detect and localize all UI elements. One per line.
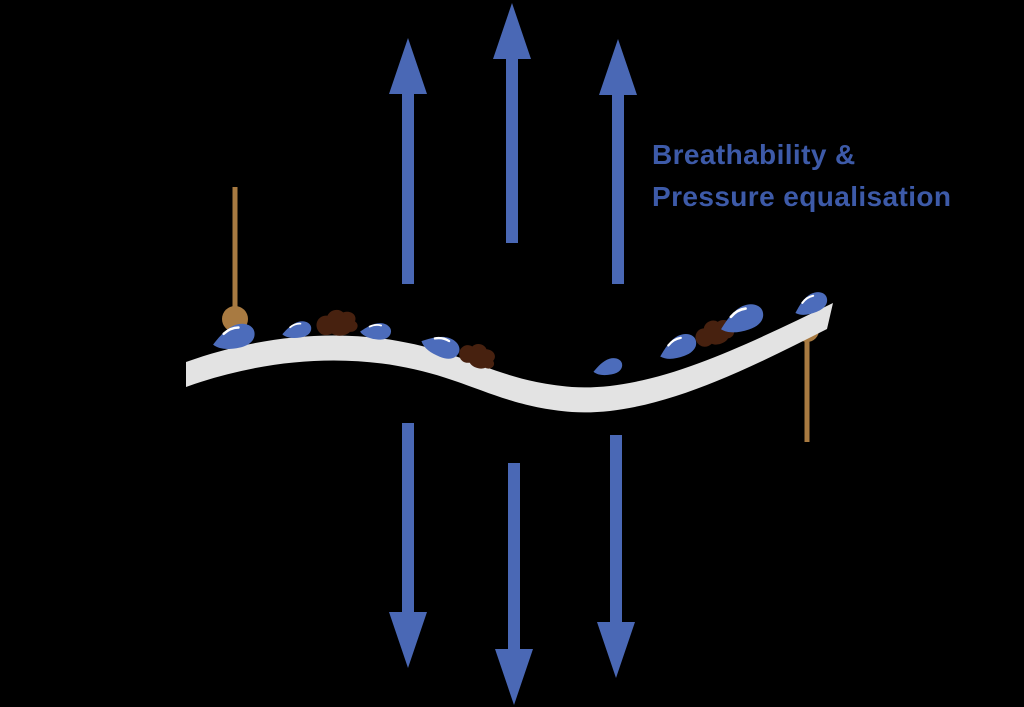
droplet-shape <box>360 323 391 340</box>
droplet-shape <box>213 323 255 349</box>
down-arrow-icon <box>389 423 427 668</box>
label-line2: Pressure equalisation <box>652 181 952 212</box>
dirt-shape <box>459 344 495 369</box>
dirt-particle-icon <box>316 309 358 336</box>
droplet-highlight <box>801 294 815 304</box>
up-arrow-icon <box>389 38 427 284</box>
droplet-highlight <box>667 336 682 347</box>
label-line1: Breathability & <box>652 139 856 170</box>
droplet-highlight <box>289 322 302 329</box>
water-droplet-icon <box>421 336 460 359</box>
droplet-highlight <box>222 326 240 336</box>
droplet-highlight <box>368 323 383 328</box>
pin-stick <box>232 187 238 312</box>
membrane-band <box>186 303 833 413</box>
droplet-shape <box>282 321 312 338</box>
droplet-highlight <box>729 307 747 319</box>
dirt-shape <box>316 309 358 336</box>
water-droplet-icon <box>660 333 697 359</box>
up-arrow-icon <box>599 39 637 284</box>
droplet-shape <box>721 304 764 333</box>
droplet-shape <box>421 336 460 359</box>
droplet-highlight <box>433 336 451 343</box>
diagram-label: Breathability & Pressure equalisation <box>652 134 951 218</box>
water-droplet-icon <box>213 323 255 349</box>
up-arrow-icon <box>493 3 531 243</box>
droplet-shape <box>795 292 828 315</box>
droplet-shape <box>660 333 697 359</box>
droplet-shape <box>593 358 623 376</box>
water-droplet-icon <box>721 304 764 333</box>
down-arrow-icon <box>597 435 635 678</box>
dirt-particle-icon <box>459 344 495 369</box>
water-droplet-icon <box>795 292 828 315</box>
pin-stick <box>804 341 810 442</box>
water-droplet-icon <box>282 321 312 338</box>
water-droplet-icon <box>360 323 391 340</box>
water-droplet-icon <box>593 358 623 376</box>
down-arrow-icon <box>495 463 533 705</box>
